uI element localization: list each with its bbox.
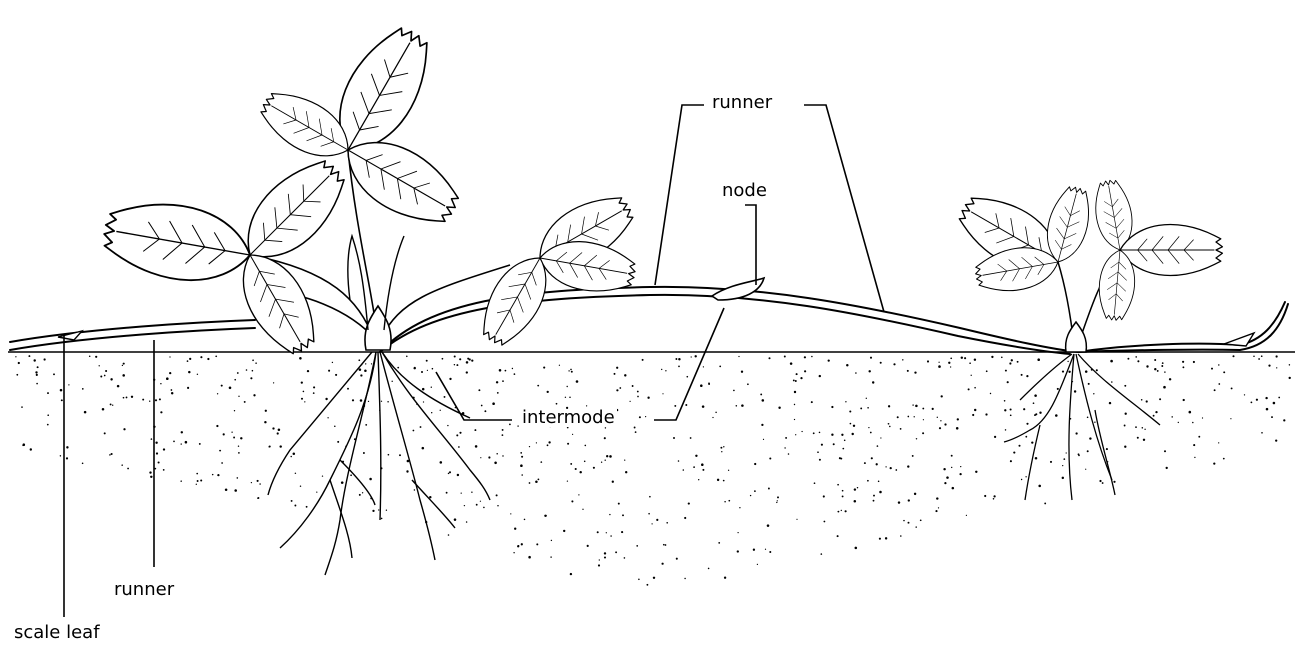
runner-top-label: runner xyxy=(710,94,774,112)
scale-leaf-label: scale leaf xyxy=(12,624,102,642)
runner-stem xyxy=(10,287,1288,354)
runner-bottom-label: runner xyxy=(112,581,176,599)
internode-label: intermode xyxy=(520,409,617,427)
mother-plant xyxy=(99,17,642,575)
soil xyxy=(8,352,1295,586)
daughter-plant xyxy=(950,178,1222,500)
node-label: node xyxy=(720,182,769,200)
